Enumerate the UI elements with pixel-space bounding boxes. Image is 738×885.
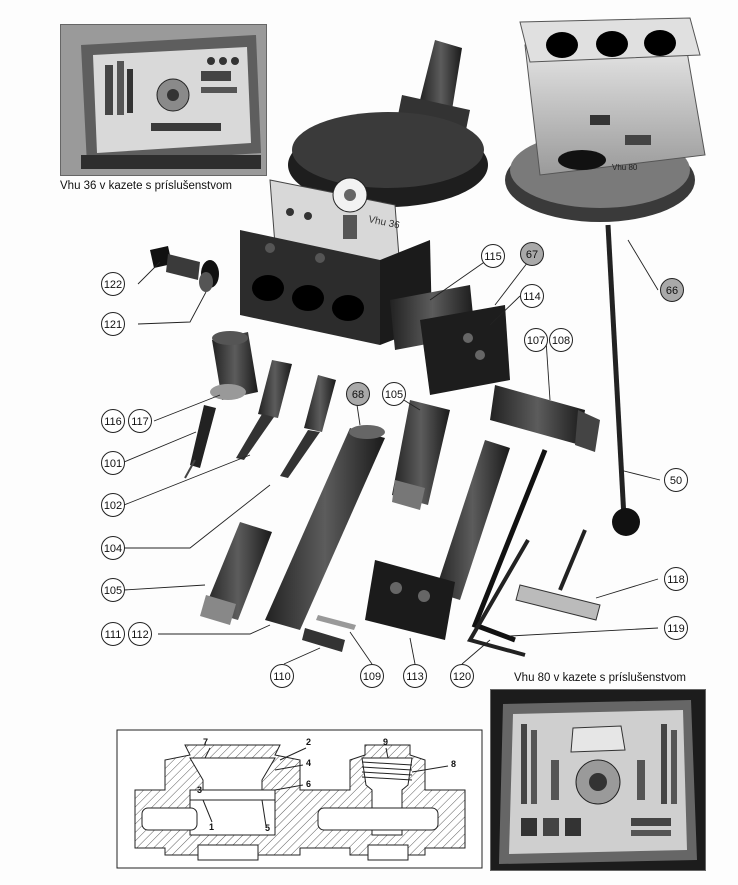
callout-102: 102	[101, 493, 125, 517]
callout-114: 114	[520, 284, 544, 308]
callout-119: 119	[664, 616, 688, 640]
handle-50	[605, 224, 640, 536]
callout-50: 50	[664, 468, 688, 492]
callout-112: 112	[128, 622, 152, 646]
section-label-7: 7	[203, 737, 209, 747]
section-label-6: 6	[306, 779, 312, 789]
section-label-1: 1	[209, 822, 215, 832]
case-photo-vhu80	[490, 689, 706, 871]
case-photo-vhu36	[60, 24, 267, 176]
inserts-110-109	[302, 615, 356, 652]
callout-118: 118	[664, 567, 688, 591]
callout-105-top: 105	[382, 382, 406, 406]
caption-vhu80: Vhu 80 v kazete s príslušenstvom	[514, 672, 686, 684]
leader-lines	[123, 239, 661, 665]
caption-vhu36: Vhu 36 v kazete s príslušenstvom	[60, 180, 232, 192]
callout-110: 110	[270, 664, 294, 688]
bar-holder-113	[365, 440, 510, 640]
t-wrench-118	[515, 529, 601, 621]
case-vhu80-drawing	[491, 690, 705, 870]
boring-tool-102	[236, 360, 292, 460]
boring-bar-111	[265, 425, 385, 630]
callout-113: 113	[403, 664, 427, 688]
tool-holder-114	[390, 285, 510, 395]
callout-111: 111	[101, 622, 125, 646]
vhu80-engraving: Vhu 80	[612, 163, 638, 172]
holder-107	[490, 385, 600, 452]
callout-108: 108	[549, 328, 573, 352]
section-label-9: 9	[383, 737, 389, 747]
callout-115: 115	[481, 244, 505, 268]
callout-122: 122	[101, 272, 125, 296]
boring-tool-101	[184, 405, 216, 479]
callout-107: 107	[524, 328, 548, 352]
callout-101: 101	[101, 451, 125, 475]
cutter-105-top	[392, 400, 450, 510]
case-vhu36-drawing	[61, 25, 266, 175]
callout-66: 66	[660, 278, 684, 302]
callout-105-bottom: 105	[101, 578, 125, 602]
callout-109: 109	[360, 664, 384, 688]
boring-head-vhu80	[505, 17, 706, 222]
boring-tool-104	[280, 375, 336, 478]
callout-104: 104	[101, 536, 125, 560]
cross-section-drawing	[116, 729, 483, 869]
callout-117: 117	[128, 409, 152, 433]
callout-121: 121	[101, 312, 125, 336]
callout-116: 116	[101, 409, 125, 433]
section-label-8: 8	[451, 759, 457, 769]
callout-67: 67	[520, 242, 544, 266]
section-label-4: 4	[306, 758, 312, 768]
screw-122	[150, 246, 219, 292]
sleeve-116	[210, 331, 258, 400]
section-label-2: 2	[306, 737, 312, 747]
hex-key-120	[466, 449, 548, 657]
section-label-3: 3	[197, 785, 203, 795]
section-label-5: 5	[265, 823, 271, 833]
callout-120: 120	[450, 664, 474, 688]
callout-68: 68	[346, 382, 370, 406]
cutter-105-bottom	[200, 522, 272, 625]
